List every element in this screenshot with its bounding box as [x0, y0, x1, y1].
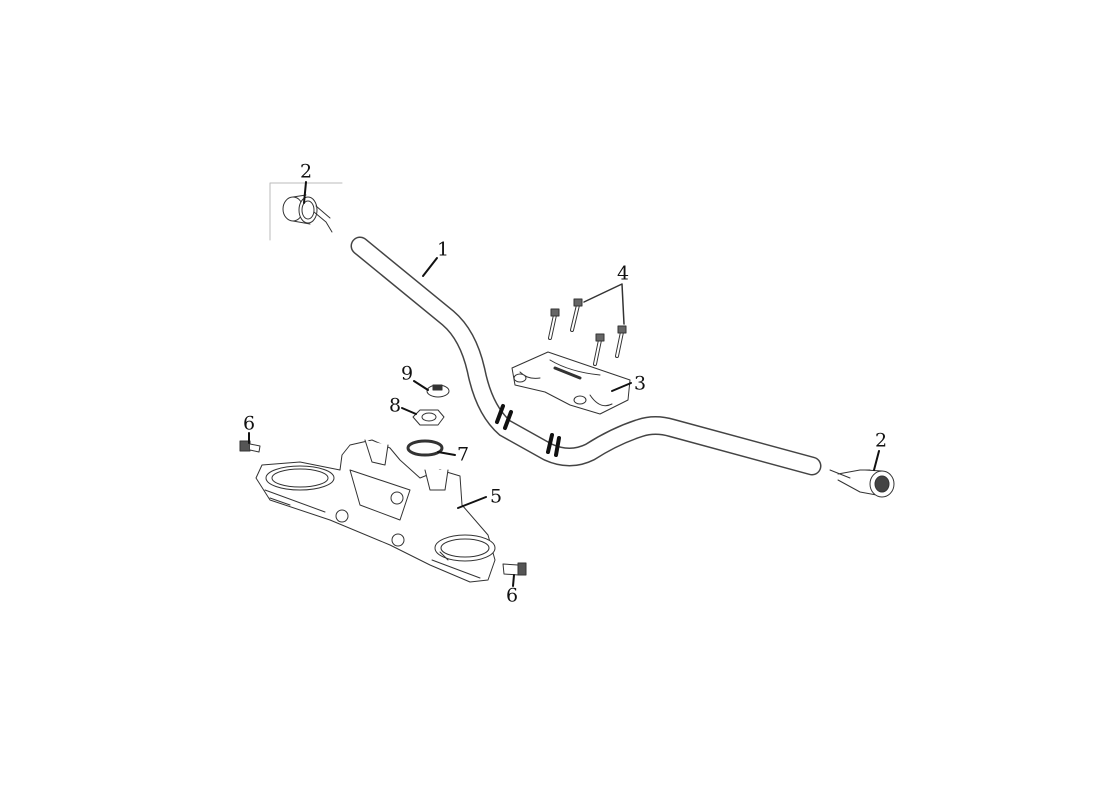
bar-end-weight-left-part-2: [282, 194, 333, 233]
callout-6-right: 6: [505, 584, 519, 607]
washer-part-7: [406, 439, 444, 457]
nut-part-8: [412, 409, 445, 426]
top-clamp-part-3: [511, 351, 631, 415]
bar-end-weight-right-part-2: [829, 469, 895, 498]
callout-7: 7: [456, 443, 470, 466]
callout-4: 4: [616, 262, 630, 285]
cap-part-9: [426, 384, 450, 398]
leader-lines: [248, 181, 880, 587]
bolt-part-6-left: [239, 440, 261, 453]
callout-2-right: 2: [874, 429, 888, 452]
bolt-part-6-right: [502, 562, 527, 576]
callout-1: 1: [436, 238, 450, 261]
callout-6-left: 6: [242, 412, 256, 435]
callout-3: 3: [633, 372, 647, 395]
clamp-bolts-part-4: [548, 283, 627, 366]
handlebar-part-1: [350, 236, 822, 476]
callout-8: 8: [388, 394, 402, 417]
callout-5: 5: [489, 485, 503, 508]
triple-clamp-part-5: [255, 439, 496, 583]
callout-2-left: 2: [299, 160, 313, 183]
callout-9: 9: [400, 362, 414, 385]
